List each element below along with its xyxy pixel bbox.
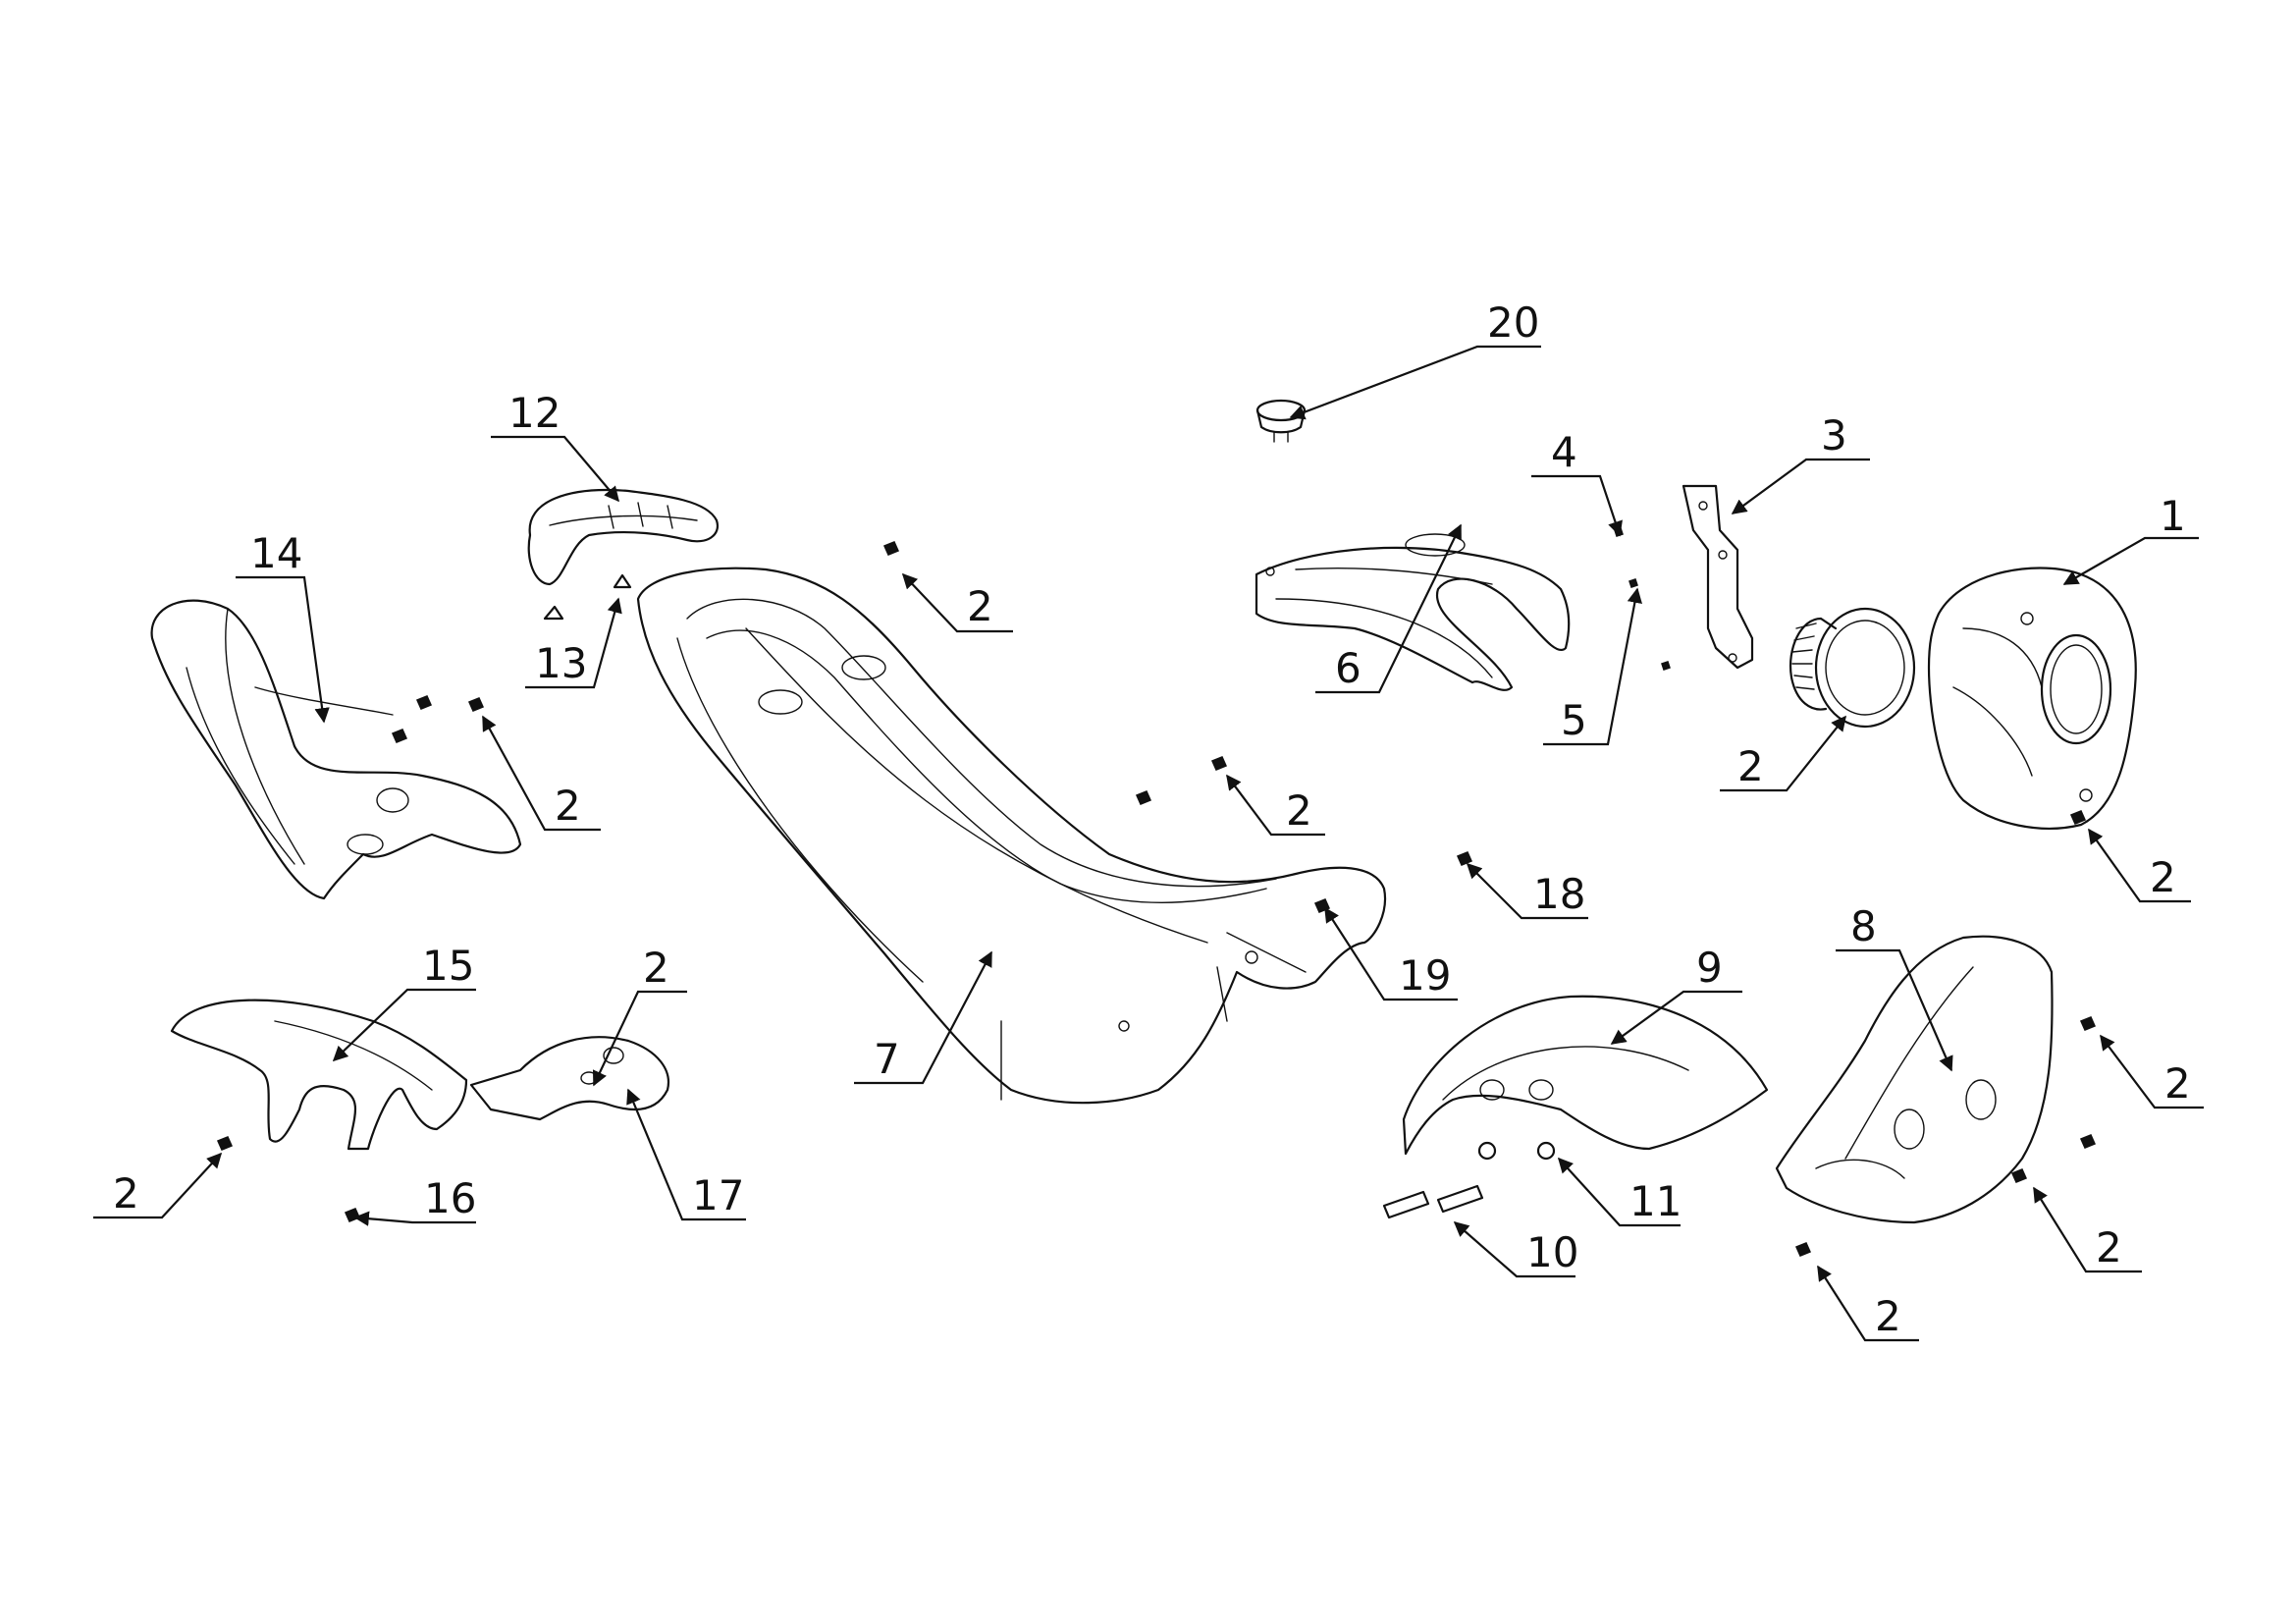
callout-2-chain-guard: 2 (113, 1169, 139, 1217)
callout-6: 5 (1561, 696, 1587, 744)
part-7-front-cover (1255, 533, 1571, 691)
callout-3: 2 (1737, 742, 1764, 790)
callout-20: 19 (1399, 951, 1451, 1000)
callout-19: 18 (1533, 870, 1585, 918)
part-8-seat-frame (636, 567, 1387, 1105)
callout-21: 20 (1487, 298, 1539, 347)
part-15-rear-mudguard (150, 599, 522, 900)
callout-5: 4 (1551, 428, 1577, 476)
callout-10: 9 (1696, 944, 1723, 992)
callout-16: 15 (422, 942, 474, 990)
part-9-fork-cover (1775, 935, 2054, 1224)
part-21-cap (1255, 399, 1307, 443)
part-12-nuts (1477, 1141, 1556, 1161)
callout-13: 12 (508, 389, 561, 437)
callout-2-rear-mudguard: 2 (555, 782, 581, 830)
callout-2-fork-upper: 2 (2164, 1059, 2191, 1108)
callout-18: 17 (692, 1171, 744, 1219)
screws (216, 527, 2097, 1257)
part-14-small-clips (543, 573, 632, 621)
callout-2-fork-lower: 2 (2096, 1223, 2122, 1271)
leader-lines (93, 345, 2204, 1342)
callout-12: 11 (1629, 1177, 1682, 1225)
callout-14: 13 (535, 639, 587, 687)
part-1-headlight-shroud (1927, 567, 2137, 830)
part-4-bracket (1682, 484, 1754, 670)
callout-17: 16 (424, 1174, 476, 1222)
callout-11: 10 (1526, 1228, 1578, 1276)
callout-2-shroud: 2 (2150, 853, 2176, 901)
callout-7: 6 (1335, 644, 1362, 692)
callout-2-bracket: 2 (643, 944, 669, 992)
part-11-bolts (1382, 1184, 1484, 1219)
callout-2-fork-bottom: 2 (1875, 1292, 1901, 1340)
part-16-chain-guard (170, 999, 468, 1151)
callout-8: 7 (874, 1035, 900, 1083)
callout-4: 3 (1821, 411, 1847, 460)
part-3-headlight-unit (1789, 607, 1916, 729)
callout-2-seat-top: 2 (967, 582, 993, 630)
callout-9: 8 (1850, 902, 1877, 950)
callout-15: 14 (250, 529, 302, 577)
part-10-front-mudguard (1402, 995, 1769, 1156)
callout-1: 1 (2160, 492, 2186, 540)
callout-labels: 1 2 2 2 2 2 2 2 2 2 2 3 4 5 6 7 8 9 10 1… (113, 298, 2191, 1340)
callout-2-seat-right: 2 (1286, 786, 1312, 835)
part-13-rear-grab-handle (527, 489, 720, 586)
part-18-bracket (469, 1036, 670, 1121)
